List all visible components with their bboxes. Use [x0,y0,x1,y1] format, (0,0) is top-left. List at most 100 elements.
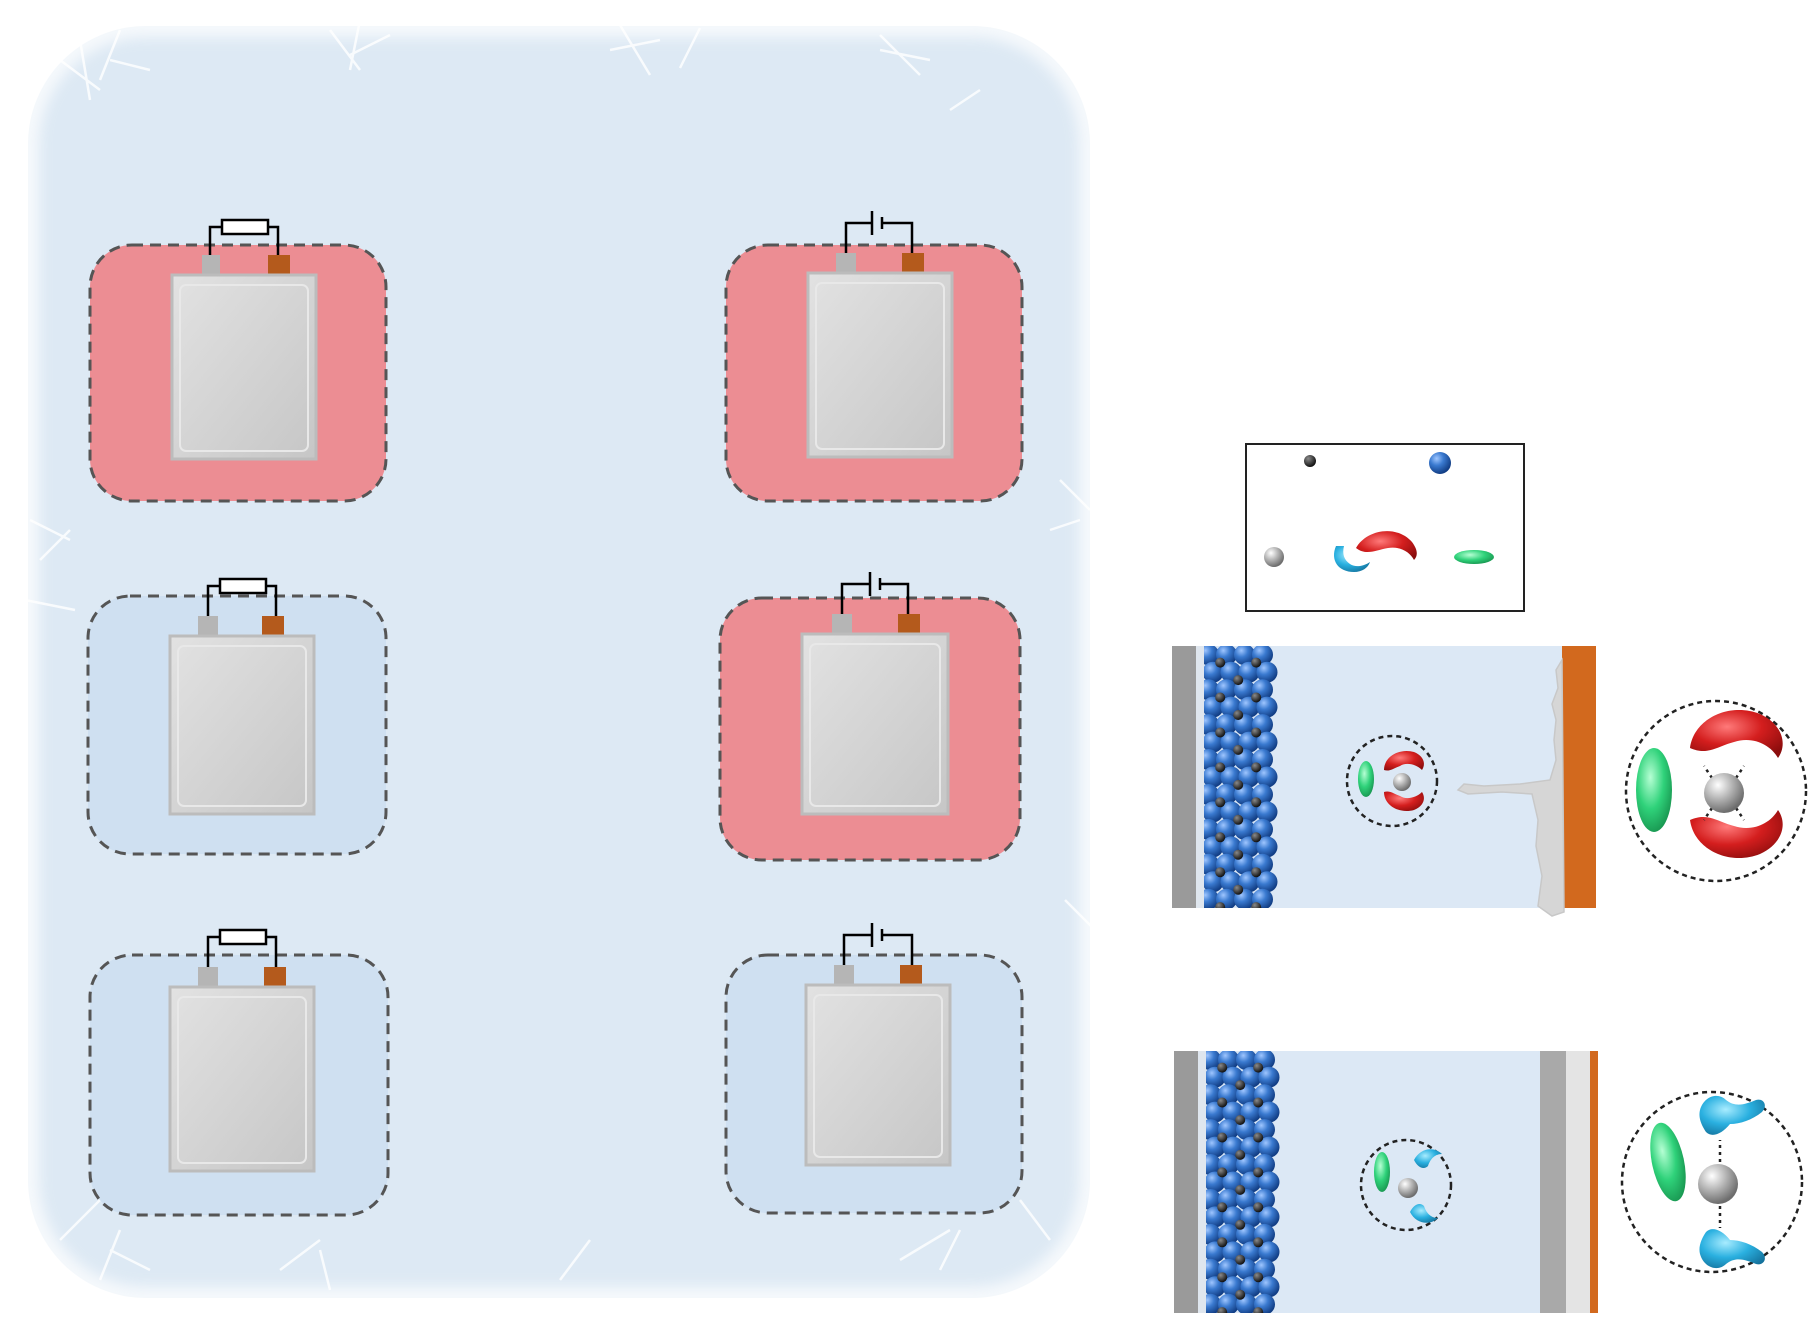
circuit-battery [842,923,914,967]
negative-tab [836,253,856,273]
carbon-black-particle [1217,1062,1228,1073]
carbon-black-particle [1233,744,1244,755]
cathode-particle [1204,714,1219,736]
carbon-black-particle [1215,832,1226,843]
carbon-black-particle [1233,675,1244,686]
pouch-cell [170,273,318,461]
cathode-particle [1204,646,1219,666]
pouch-cell [806,271,954,459]
legend-additive-molecule [1454,550,1494,564]
pouch-cell [800,632,950,816]
zoom-solvent-rich-solvation [1620,1090,1804,1274]
carbon-black-particle [1235,1219,1246,1230]
cathode-particle [1206,1154,1221,1175]
cathode-layer [1206,1051,1280,1313]
carbon-black-particle [1253,1307,1264,1313]
circuit-battery [844,211,914,255]
carbon-black-particle [1217,1307,1228,1313]
carbon-black-particle [1217,1237,1228,1248]
positive-tab [262,616,284,636]
pouch-cell [168,985,316,1173]
cell-warm-mid-right [718,572,1022,862]
positive-tab [264,967,286,987]
carbon-black-particle [1235,1184,1246,1195]
carbon-black-particle [1233,710,1244,720]
anode-copper-collector [1590,1051,1598,1313]
cathode-particle [1234,646,1255,666]
cathode-particle [1236,1051,1257,1071]
carbon-black-particle [1233,849,1244,860]
carbon-black-particle [1253,1062,1264,1073]
cell-warm-top-right [724,211,1024,503]
cathode-particle [1258,1241,1280,1263]
positive-tab [900,965,922,985]
carbon-black-particle [1215,867,1226,878]
cathode-particle [1256,766,1278,788]
cathode-particle [1204,679,1219,701]
carbon-black-particle [1235,1289,1246,1300]
anode-copper-collector [1562,646,1596,908]
circuit-battery [840,572,910,616]
carbon-black-particle [1235,1254,1246,1265]
cell-cold-bottom-right [724,923,1024,1215]
cathode-current-collector [1174,1051,1198,1313]
legend-cathode-particle [1429,452,1451,474]
carbon-black-particle [1217,1272,1228,1283]
cathode-particle [1204,853,1219,875]
cathode-particle [1206,1223,1221,1245]
carbon-black-particle [1251,867,1262,878]
legend-box [1245,443,1525,612]
additive-molecule [1636,748,1672,832]
zoom-anion-rich-solvation [1624,699,1808,883]
carbon-black-particle [1253,1202,1264,1213]
carbon-black-particle [1217,1132,1228,1143]
carbon-black-particle [1217,1097,1228,1108]
lithium-dendrite [1456,657,1565,917]
cathode-particle [1256,661,1278,683]
cathode-particle [1256,801,1278,823]
cathode-particle [1258,1206,1280,1228]
cathode-particle [1258,1101,1280,1123]
resistor-symbol [220,218,270,236]
pouch-cell [804,983,952,1167]
circuit-resistor [208,218,280,259]
cathode-particle [1206,1293,1221,1313]
cathode-particle [1206,1084,1221,1106]
cathode-particle [1258,1276,1280,1298]
carbon-black-particle [1215,762,1226,773]
carbon-black-particle [1253,1167,1264,1178]
cathode-particle [1204,818,1219,840]
lithium-ion [1698,1164,1738,1204]
cathode-particle [1258,1136,1280,1158]
anion [1690,810,1783,859]
positive-tab [898,614,920,634]
legend-carbon-black-particle [1304,455,1316,467]
carbon-black-particle [1217,1202,1228,1213]
cathode-particle [1206,1119,1221,1141]
carbon-black-particle [1235,1080,1246,1091]
negative-tab [202,255,220,275]
legend-lithium-ion [1264,547,1284,567]
lithium-plating-layer [1540,1051,1566,1313]
cathode-particle [1256,836,1278,858]
circuit-resistor [206,577,278,618]
pouch-cell [168,634,316,816]
negative-tab [198,967,218,987]
carbon-black-particle [1235,1115,1246,1125]
solvent-molecule [1699,1229,1765,1269]
cell-warm-top-left [88,218,388,503]
cathode-particle [1206,1051,1221,1071]
solvent-molecule [1699,1095,1765,1135]
carbon-black-particle [1235,1149,1246,1160]
cathode-particle [1204,749,1219,770]
negative-tab [832,614,852,634]
carbon-black-particle [1215,797,1226,808]
cell-cold-bottom-left [88,928,390,1217]
legend-anion [1356,531,1417,560]
carbon-black-particle [1251,762,1262,773]
additive-molecule [1650,1122,1686,1202]
carbon-black-particle [1233,884,1244,895]
carbon-black-particle [1233,814,1244,825]
carbon-black-particle [1251,727,1262,738]
